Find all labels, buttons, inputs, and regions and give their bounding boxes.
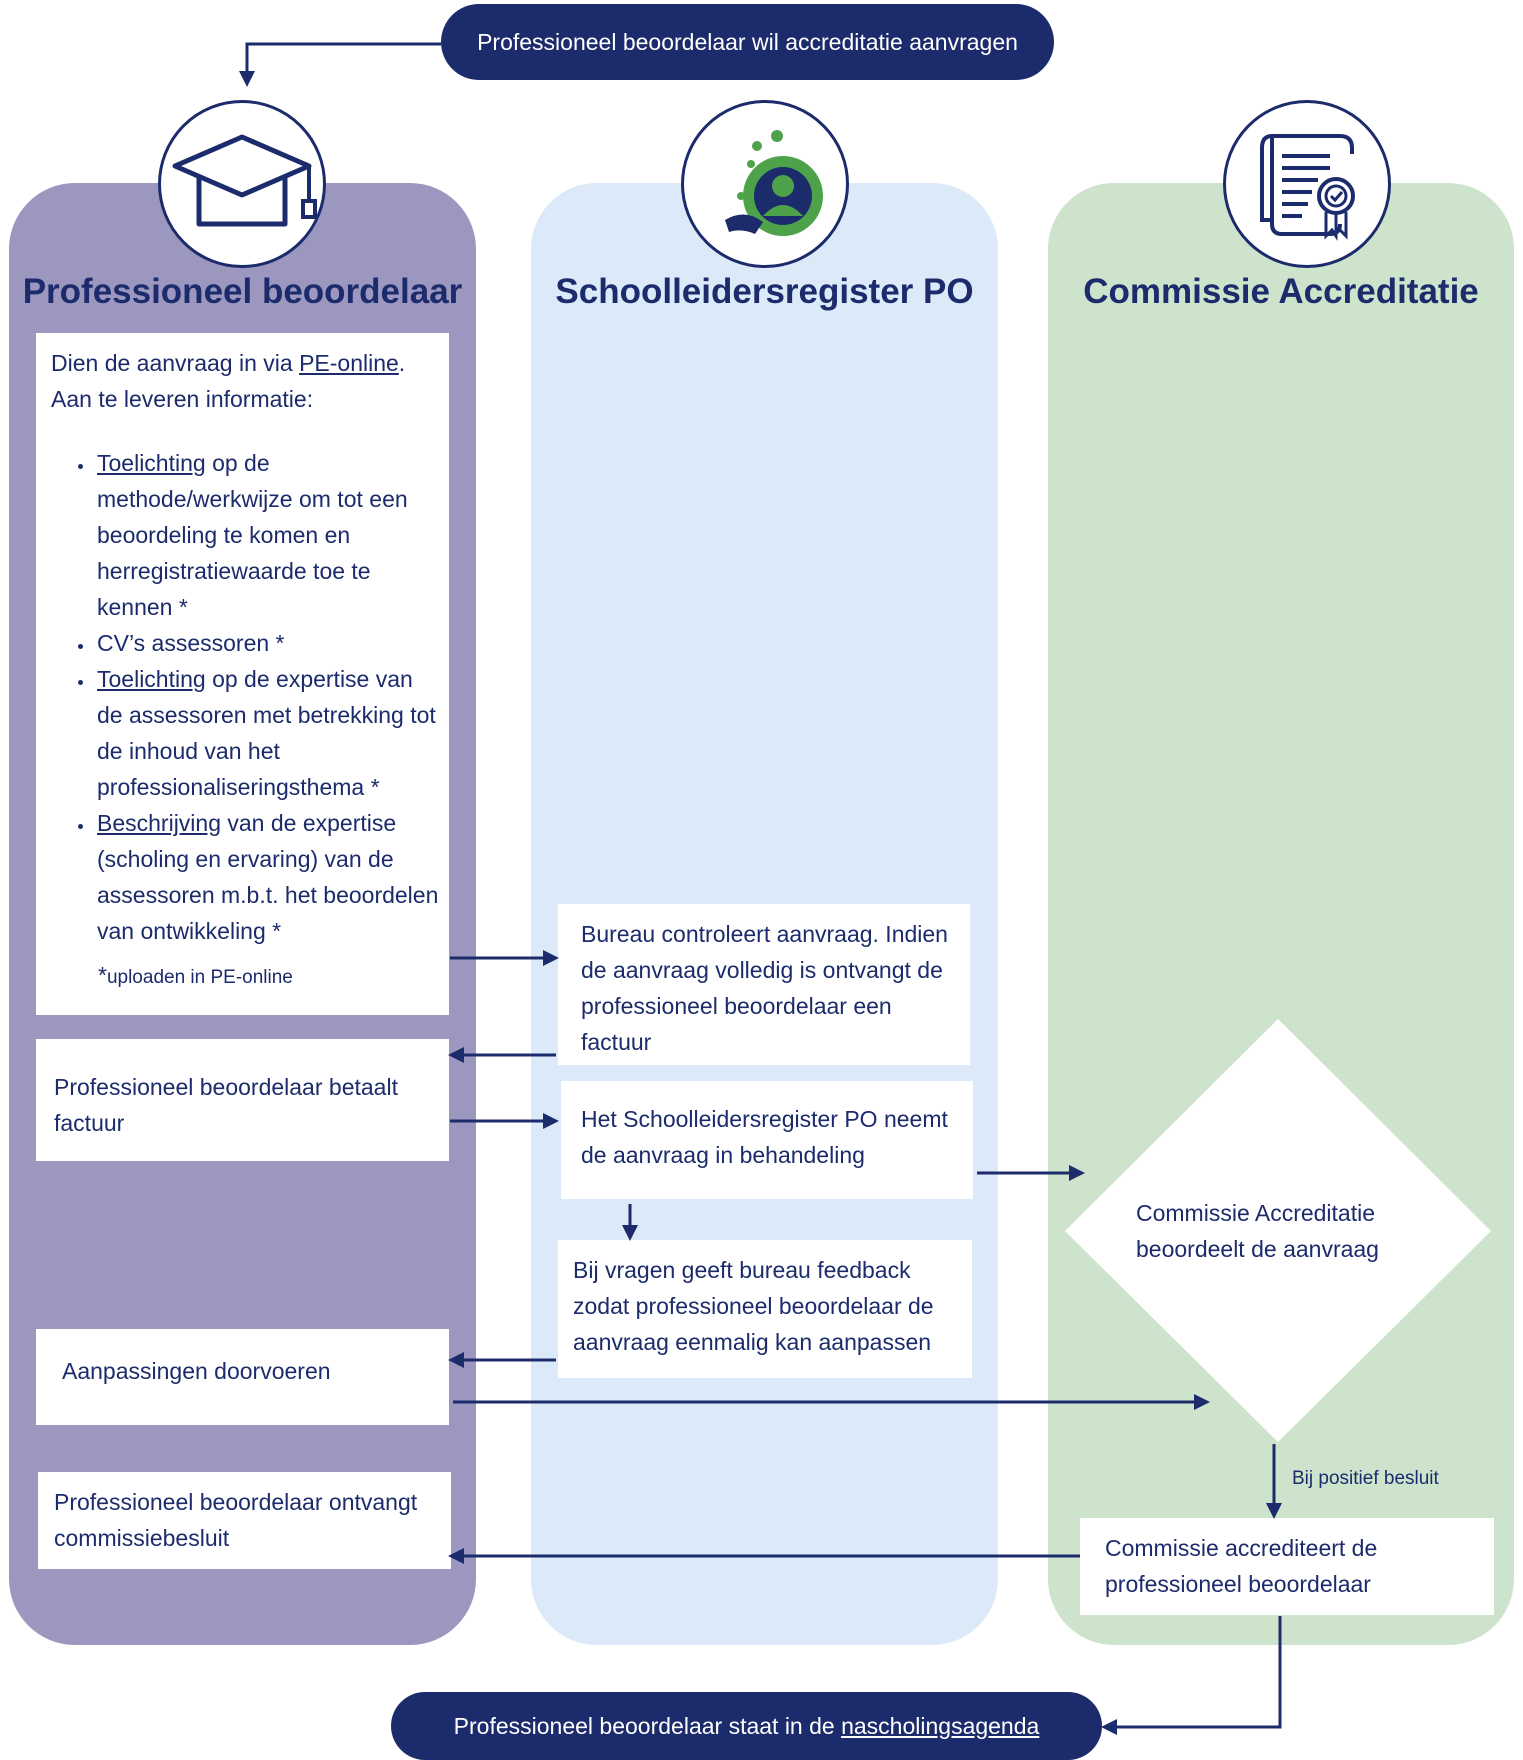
lane-icon-circle-3 [1223, 100, 1391, 268]
person-growth-icon [725, 130, 823, 236]
pays-invoice-box: Professioneel beoordelaar betaalt factuu… [36, 1039, 449, 1161]
bureau-feedback-box: Bij vragen geeft bureau feedback zodat p… [558, 1240, 972, 1378]
end-pill-text: Professioneel beoordelaar staat in de [453, 1712, 842, 1739]
application-intro-line2: Aan te leveren informatie: [51, 386, 314, 412]
arrow-start-to-lane [239, 42, 441, 87]
committee-assesses-text: Commissie Accreditatie beoordeelt de aan… [1136, 1200, 1379, 1262]
certificate-icon [1260, 134, 1355, 241]
lane-title-professioneel-beoordelaar: Professioneel beoordelaar [22, 272, 463, 311]
requirement-item: CV’s assessoren * [95, 625, 439, 661]
requirements-list: Toelichting op de methode/werkwijze om t… [51, 445, 439, 949]
arrow-accredits-to-end [1101, 1616, 1282, 1735]
requirement-item: Beschrijving van de expertise (scholing … [95, 805, 439, 949]
nascholingsagenda-link[interactable]: nascholingsagenda [841, 1712, 1040, 1739]
end-pill: Professioneel beoordelaar staat in de na… [391, 1692, 1102, 1760]
receives-decision-box: Professioneel beoordelaar ontvangt commi… [38, 1472, 451, 1569]
requirement-item: Toelichting op de expertise van de asses… [95, 661, 439, 805]
pe-online-link[interactable]: PE-online [299, 350, 399, 376]
application-box: Dien de aanvraag in via PE-online. Aan t… [36, 333, 449, 1015]
lane-icon-circle-1 [158, 100, 326, 268]
bureau-checks-box: Bureau controleert aanvraag. Indien de a… [558, 904, 970, 1065]
lane-title-schoolleidersregister: Schoolleidersregister PO [555, 272, 974, 311]
committee-accredits-box: Commissie accrediteert de professioneel … [1080, 1518, 1494, 1615]
positive-decision-label: Bij positief besluit [1292, 1468, 1439, 1489]
upload-footnote: *uploaden in PE-online [98, 962, 293, 988]
lane-icon-circle-2 [681, 100, 849, 268]
application-intro: Dien de aanvraag in via PE-online. [51, 350, 406, 376]
graduation-cap-icon [172, 134, 317, 227]
apply-changes-box: Aanpassingen doorvoeren [36, 1329, 449, 1425]
start-pill: Professioneel beoordelaar wil accreditat… [441, 4, 1054, 80]
requirement-item: Toelichting op de methode/werkwijze om t… [95, 445, 439, 625]
lane-title-commissie-accreditatie: Commissie Accreditatie [1083, 272, 1479, 311]
register-processes-box: Het Schoolleidersregister PO neemt de aa… [561, 1081, 973, 1199]
